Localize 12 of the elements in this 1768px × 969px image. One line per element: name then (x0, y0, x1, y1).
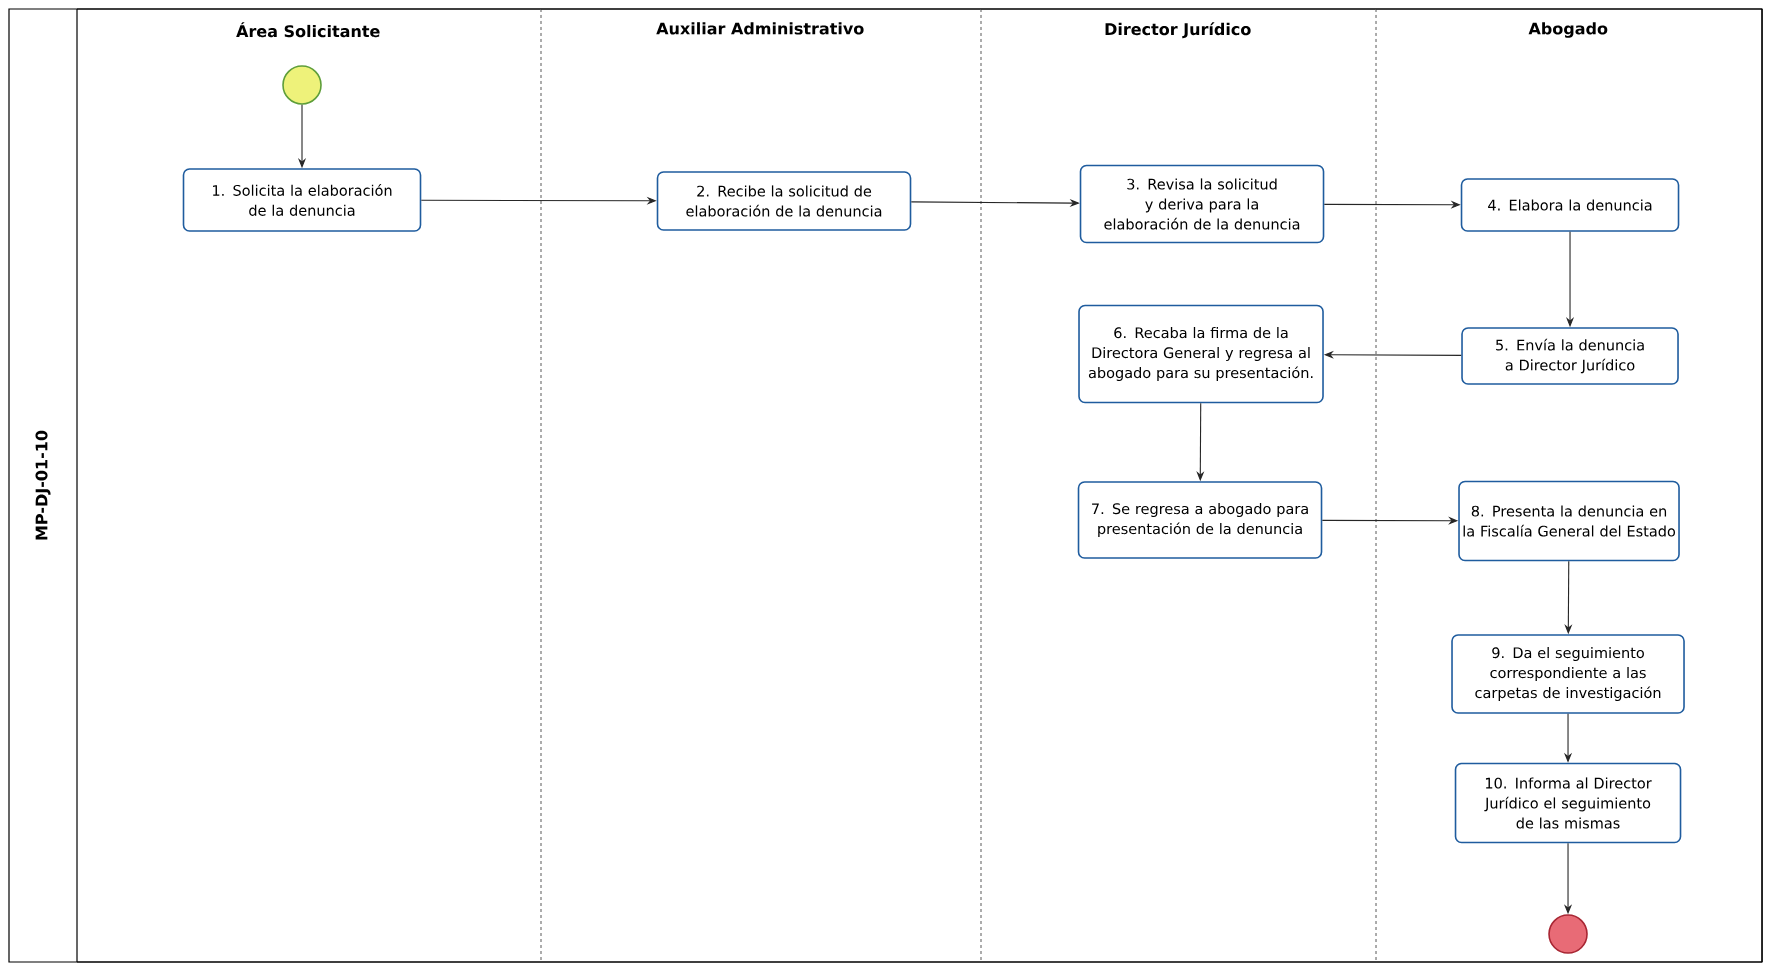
process-box: 9. Da el seguimiento correspondiente a las carpetas de investigación (1451, 634, 1685, 714)
process-box: 4. Elabora la denuncia (1460, 178, 1680, 232)
process-box: 3. Revisa la solicitud y deriva para la elaboración de la denuncia (1079, 164, 1325, 244)
process-box: 1. Solicita la elaboración de la denuncia (182, 168, 422, 232)
process-box: 5. Envía la denuncia a Director Jurídico (1461, 327, 1679, 385)
process-box: 7. Se regresa a abogado para presentación de la denuncia (1077, 481, 1323, 559)
end-event-circle (1548, 914, 1588, 954)
process-box: 6. Recaba la firma de la Directora General y regresa al abogado para su presentación. (1078, 304, 1324, 404)
process-box: 10. Informa al Director Jurídico el seguimiento de las mismas (1454, 762, 1682, 844)
process-box: 8. Presenta la denuncia en la Fiscalía General del Estado (1458, 480, 1680, 562)
process-box: 2. Recibe la solicitud de elaboración de la denuncia (656, 171, 912, 231)
start-event-circle (282, 65, 322, 105)
